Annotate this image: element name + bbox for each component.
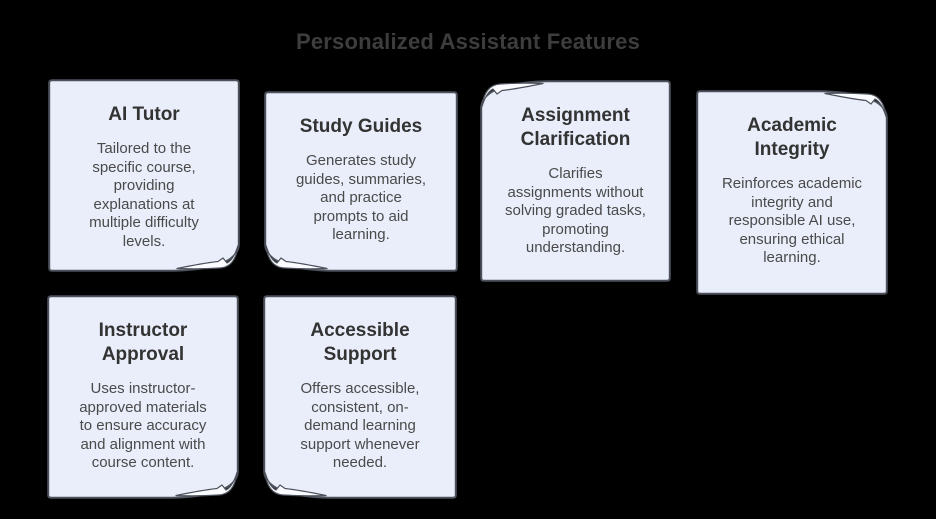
note-description: Uses instructor- approved materials to e…: [79, 380, 207, 471]
sticky-note-shape: [264, 91, 458, 272]
feature-note-assignment-clarification: Assignment Clarification Clarifies assig…: [480, 80, 671, 282]
note-body-path: [696, 90, 888, 295]
sticky-note-shape: [696, 90, 888, 295]
note-content: Accessible Support Offers accessible, co…: [263, 295, 457, 473]
feature-note-accessible-support: Accessible Support Offers accessible, co…: [263, 295, 457, 499]
sticky-note-shape: [48, 79, 240, 272]
note-fold-path: [265, 244, 328, 270]
note-title: Academic Integrity: [747, 115, 837, 160]
note-body-path: [263, 295, 457, 499]
note-body-path: [480, 80, 671, 282]
note-content: Study Guides Generates study guides, sum…: [264, 91, 458, 245]
note-body-path: [48, 79, 240, 272]
sticky-note-shape: [480, 80, 671, 282]
note-fold-path: [824, 92, 887, 118]
note-content: Assignment Clarification Clarifies assig…: [480, 80, 671, 258]
note-description: Generates study guides, summaries, and p…: [295, 152, 427, 243]
diagram-title: Personalized Assistant Features: [295, 29, 641, 54]
note-fold-path: [264, 471, 327, 497]
note-title: Instructor Approval: [98, 320, 188, 365]
note-content: AI Tutor Tailored to the specific course…: [48, 79, 240, 251]
note-title: Assignment Clarification: [520, 105, 631, 150]
note-fold-path: [176, 244, 239, 270]
note-content: Academic Integrity Reinforces academic i…: [696, 90, 888, 268]
note-fold-path: [175, 471, 238, 497]
note-body-path: [264, 91, 458, 272]
note-title: Accessible Support: [310, 320, 410, 365]
feature-note-instructor-approval: Instructor Approval Uses instructor- app…: [47, 295, 239, 499]
note-description: Offers accessible, consistent, on- deman…: [300, 380, 420, 471]
feature-note-academic-integrity: Academic Integrity Reinforces academic i…: [696, 90, 888, 295]
feature-note-study-guides: Study Guides Generates study guides, sum…: [264, 91, 458, 272]
note-description: Reinforces academic integrity and respon…: [721, 175, 863, 266]
note-content: Instructor Approval Uses instructor- app…: [47, 295, 239, 473]
note-fold-path: [481, 82, 544, 108]
sticky-note-shape: [47, 295, 239, 499]
feature-note-ai-tutor: AI Tutor Tailored to the specific course…: [48, 79, 240, 272]
note-description: Tailored to the specific course, providi…: [89, 140, 199, 250]
note-title: Study Guides: [299, 116, 423, 137]
sticky-note-shape: [263, 295, 457, 499]
note-body-path: [47, 295, 239, 499]
note-title: AI Tutor: [108, 104, 180, 125]
note-description: Clarifies assignments without solving gr…: [505, 165, 646, 256]
